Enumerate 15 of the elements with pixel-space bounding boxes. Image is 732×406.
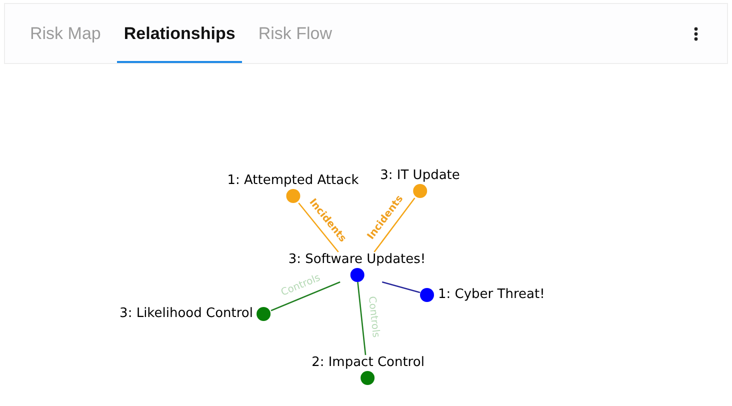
- node-label: 2: Impact Control: [312, 355, 424, 370]
- connector-line: [374, 198, 416, 252]
- connector-line: [298, 202, 339, 252]
- node-label: 3: IT Update: [380, 168, 460, 183]
- tab: Risk Flow: [251, 4, 339, 63]
- node-label: 1: Cyber Threat!: [438, 287, 545, 302]
- tab: Relationships: [116, 4, 242, 63]
- tab: Risk Map: [23, 4, 108, 63]
- node-label: 3: Likelihood Control: [120, 306, 253, 321]
- node-label: 3: Software Updates!: [288, 252, 426, 267]
- node-label: 1: Attempted Attack: [227, 173, 359, 188]
- edge-label: Controls: [364, 296, 381, 339]
- connector-line: [270, 281, 340, 312]
- connector-line: [382, 281, 420, 294]
- connector-line: [357, 282, 366, 356]
